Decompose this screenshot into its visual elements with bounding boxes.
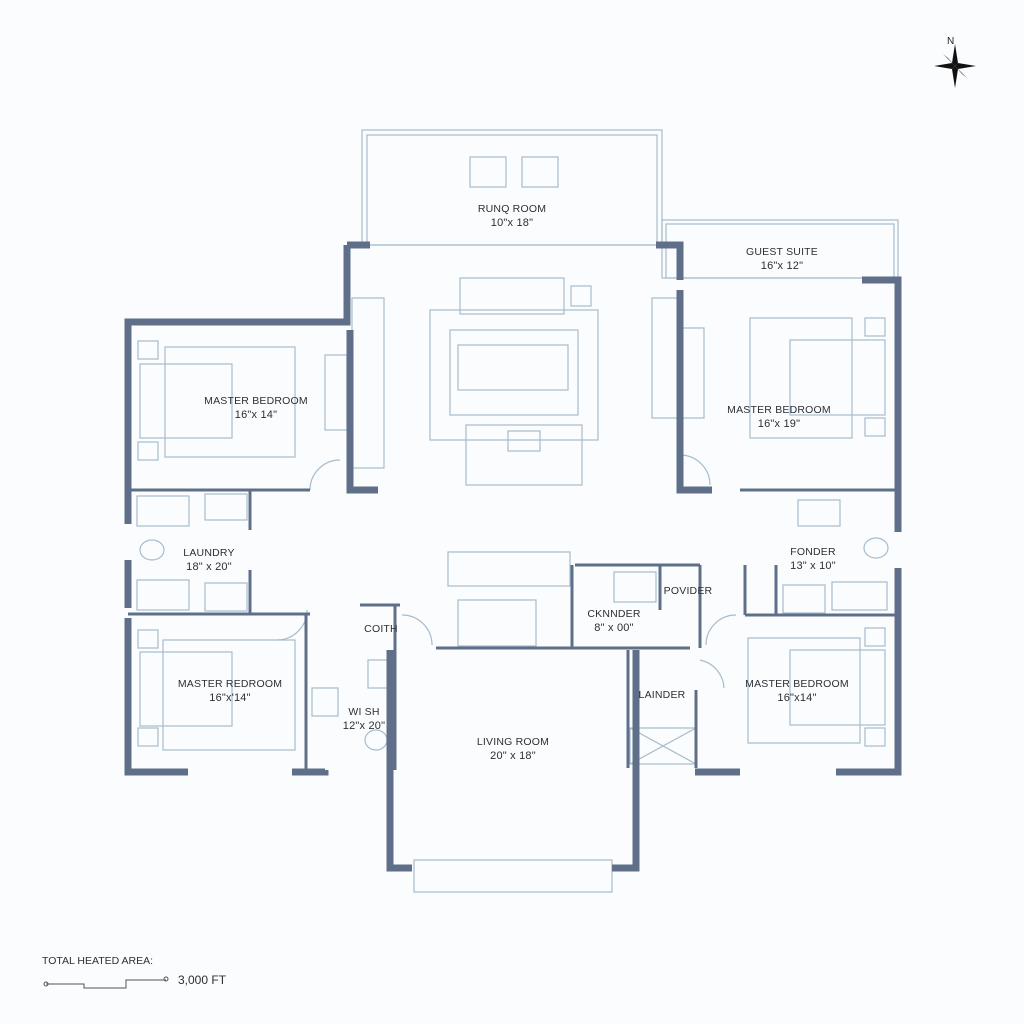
room-lainder: LAINDER (638, 689, 686, 701)
interior-walls (128, 488, 898, 770)
scale-bar-icon (43, 976, 169, 989)
north-label: N (947, 36, 955, 47)
room-cloth: COITH (364, 623, 398, 635)
walls (124, 241, 902, 872)
compass-rose-icon (934, 44, 976, 88)
fixtures (136, 129, 899, 893)
legend-value: 3,000 FT (178, 973, 227, 987)
room-powder: POVIDER (663, 585, 713, 597)
legend-title: TOTAL HEATED AREA: (42, 955, 154, 967)
